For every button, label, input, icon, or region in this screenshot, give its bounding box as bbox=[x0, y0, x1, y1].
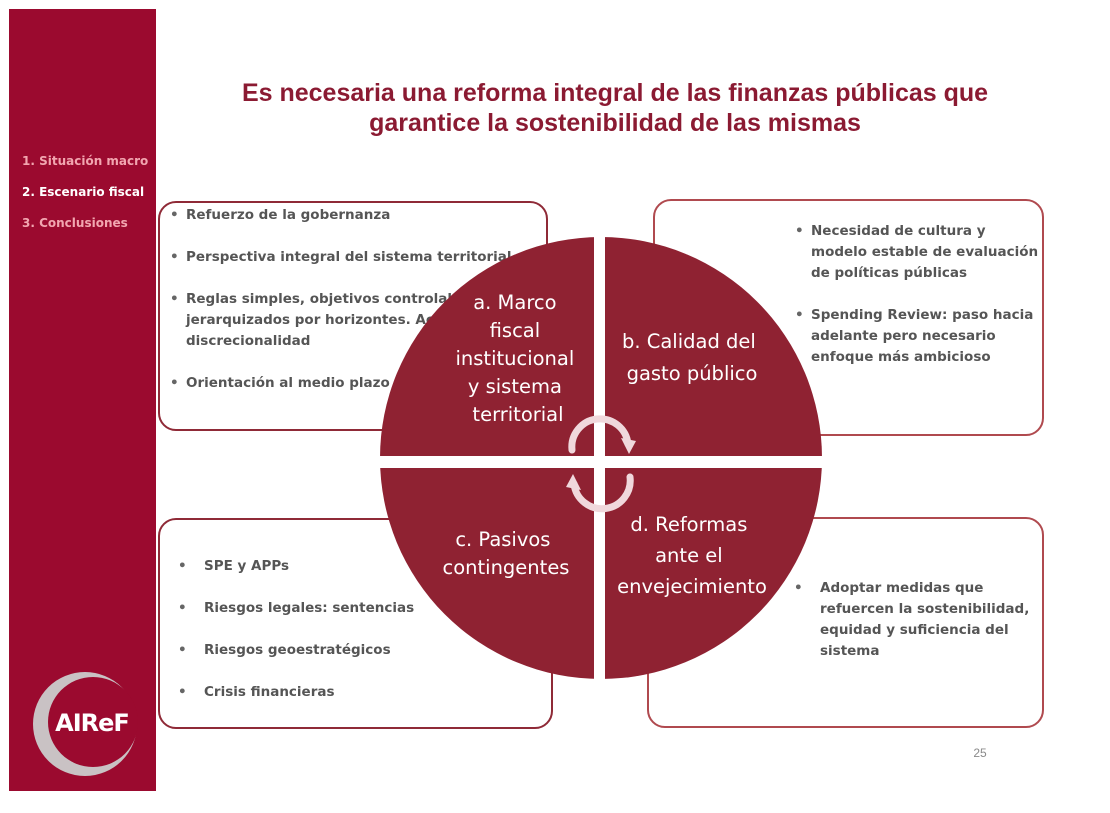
quadrant-b-label: b. Calidad del gasto público bbox=[622, 330, 762, 385]
box-b-item: Spending Review: paso hacia adelante per… bbox=[795, 305, 1040, 368]
quadrant-c-label: c. Pasivos contingentes bbox=[443, 528, 570, 579]
box-d-item: Adoptar medidas que refuercen la sosteni… bbox=[794, 578, 1034, 662]
sidebar: 1. Situación macro 2. Escenario fiscal 3… bbox=[9, 9, 156, 791]
quadrant-a-label: a. Marco fiscal institucional y sistema … bbox=[455, 291, 580, 426]
diagram-divider-horizontal bbox=[378, 456, 824, 468]
slide-title-line-1: Es necesaria una reforma integral de las… bbox=[241, 79, 989, 107]
logo-text: AIReF bbox=[55, 709, 129, 737]
box-a-item: Reglas simples, objetivos controlables y… bbox=[170, 289, 542, 352]
page-number: 25 bbox=[973, 746, 987, 760]
airef-logo: AIReF bbox=[33, 672, 138, 776]
box-c-item: SPE y APPs bbox=[178, 556, 438, 577]
box-b-item: Necesidad de cultura y modelo estable de… bbox=[795, 221, 1040, 284]
box-c-item: Riesgos geoestratégicos bbox=[178, 640, 438, 661]
nav-item-situacion-macro[interactable]: 1. Situación macro bbox=[22, 154, 149, 168]
nav-item-escenario-fiscal[interactable]: 2. Escenario fiscal bbox=[22, 185, 145, 199]
sidebar-nav: 1. Situación macro 2. Escenario fiscal 3… bbox=[22, 153, 148, 246]
box-c-item: Riesgos legales: sentencias bbox=[178, 598, 438, 619]
nav-item-conclusiones[interactable]: 3. Conclusiones bbox=[22, 216, 128, 230]
box-a-item: Perspectiva integral del sistema territo… bbox=[170, 247, 542, 268]
box-c-item: Crisis financieras bbox=[178, 682, 438, 703]
box-a-item: Refuerzo de la gobernanza bbox=[170, 205, 542, 226]
slide-title-line-2: garantice la sostenibilidad de las misma… bbox=[369, 109, 861, 137]
cycle-arrows-icon bbox=[566, 415, 636, 513]
quadrant-d-label: d. Reformas ante el envejecimiento bbox=[617, 513, 767, 598]
box-a-item: Orientación al medio plazo bbox=[170, 373, 542, 394]
slide-title: Es necesaria una reforma integral de las… bbox=[190, 78, 1040, 138]
reform-quadrant-diagram: a. Marco fiscal institucional y sistema … bbox=[378, 234, 824, 682]
